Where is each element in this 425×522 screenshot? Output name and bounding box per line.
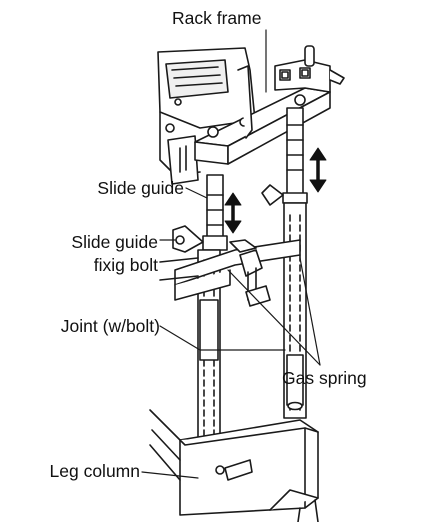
label-slide-guide-fixing-bolt-line2: fixig bolt (93, 255, 158, 275)
rack-equipment (157, 47, 256, 185)
label-gas-spring: Gas spring (282, 368, 367, 388)
label-rack-frame: Rack frame (172, 8, 262, 28)
motion-arrows (224, 147, 327, 234)
label-slide-guide: Slide guide (97, 178, 184, 198)
leader-lines (141, 29, 321, 479)
label-leg-column: Leg column (49, 461, 140, 481)
joint-clamp (159, 239, 301, 307)
label-slide-guide-fixing-bolt-line1: Slide guide (71, 232, 158, 252)
base-block (149, 409, 319, 522)
label-joint: Joint (w/bolt) (60, 316, 160, 336)
rack-frame (194, 45, 345, 165)
